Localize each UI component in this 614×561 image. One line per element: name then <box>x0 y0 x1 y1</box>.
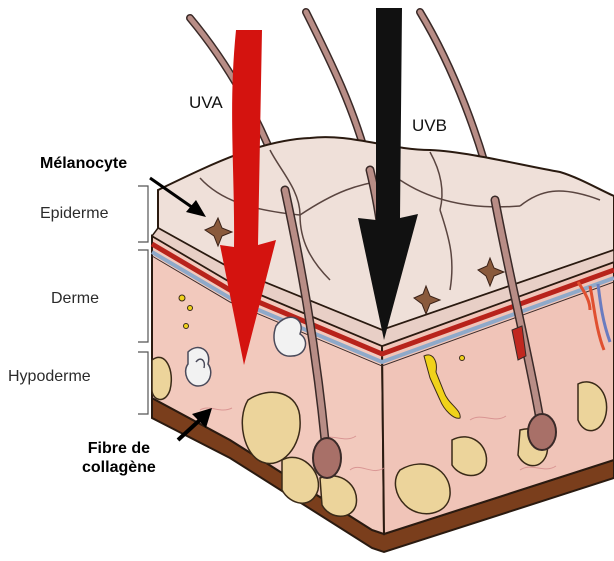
collagen-fibre-label-line1: Fibre de <box>82 439 156 458</box>
uva-label: UVA <box>189 93 223 113</box>
epiderme-label: Epiderme <box>40 205 108 223</box>
melanocyte-label: Mélanocyte <box>40 155 127 173</box>
derme-label: Derme <box>51 290 99 308</box>
hypoderme-label: Hypoderme <box>8 368 91 386</box>
uvb-label: UVB <box>412 116 447 136</box>
collagen-fibre-label: Fibre de collagène <box>82 439 156 477</box>
collagen-fibre-label-line2: collagène <box>82 458 156 477</box>
layer-brackets <box>138 186 148 414</box>
